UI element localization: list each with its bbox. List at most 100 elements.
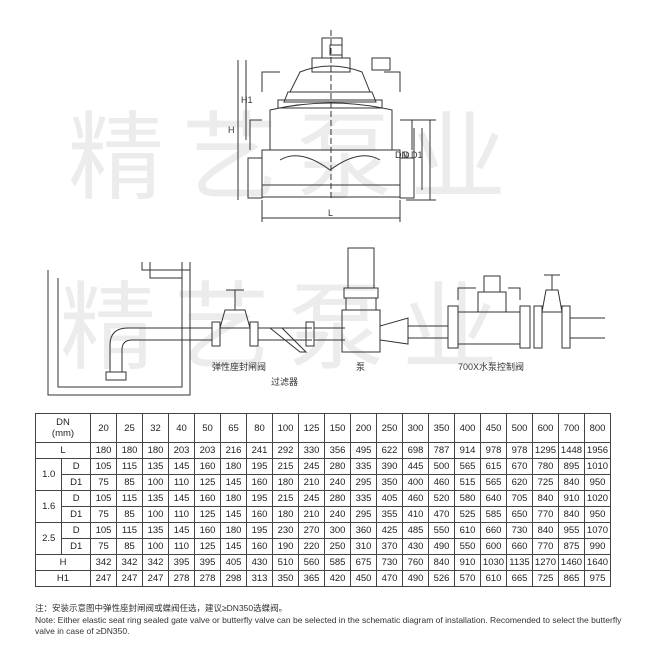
l-value-cell: 622: [376, 442, 403, 459]
d-value-cell: 840: [532, 522, 559, 539]
dn-header-text: (mm): [51, 428, 75, 439]
d1-value-cell: 250: [324, 538, 351, 555]
d1-value-cell: 370: [376, 538, 403, 555]
d-value-cell: 780: [532, 458, 559, 475]
d-value-cell: 105: [90, 522, 117, 539]
d-value-cell: 520: [428, 490, 455, 507]
row-label-h1: H1: [35, 570, 91, 587]
d1-value-cell: 875: [558, 538, 585, 555]
d1-value-cell: 160: [246, 506, 273, 523]
sub-label-d1: D1: [61, 506, 91, 523]
dn-value-cell: 350: [428, 413, 455, 443]
d1-value-cell: 620: [506, 474, 533, 491]
l-value-cell: 330: [298, 442, 325, 459]
h1-value-cell: 725: [532, 570, 559, 587]
d-value-cell: 145: [168, 522, 195, 539]
l-value-cell: 1295: [532, 442, 559, 459]
h1-value-cell: 420: [324, 570, 351, 587]
d1-value-cell: 160: [246, 538, 273, 555]
d1-value-cell: 75: [90, 506, 117, 523]
valve-elevation-drawing: [237, 30, 436, 222]
note-chinese: 注：安装示意图中弹性座封闸阀或蝶阀任选，建议≥DN350选蝶阀。: [35, 603, 288, 613]
row-label-l: L: [35, 442, 91, 459]
d1-value-cell: 125: [194, 506, 221, 523]
dn-value-cell: 500: [506, 413, 533, 443]
h-value-cell: 1640: [584, 554, 611, 571]
dn-value-cell: 150: [324, 413, 351, 443]
h1-value-cell: 247: [116, 570, 143, 587]
note-english: Note: Either elastic seat ring sealed ga…: [35, 614, 622, 637]
h1-value-cell: 570: [454, 570, 481, 587]
dn-value-cell: 300: [402, 413, 429, 443]
d-value-cell: 565: [454, 458, 481, 475]
d-value-cell: 485: [402, 522, 429, 539]
d1-value-cell: 600: [480, 538, 507, 555]
d-value-cell: 115: [116, 490, 143, 507]
h-value-cell: 840: [428, 554, 455, 571]
d1-value-cell: 75: [90, 474, 117, 491]
d1-value-cell: 75: [90, 538, 117, 555]
dn-value-cell: 25: [116, 413, 143, 443]
sub-label-d: D: [61, 522, 91, 539]
d-value-cell: 280: [324, 490, 351, 507]
d1-value-cell: 110: [168, 538, 195, 555]
d1-value-cell: 840: [558, 506, 585, 523]
d-value-cell: 195: [246, 490, 273, 507]
l-value-cell: 1956: [584, 442, 611, 459]
l-value-cell: 978: [480, 442, 507, 459]
d1-value-cell: 770: [532, 538, 559, 555]
d-value-cell: 360: [350, 522, 377, 539]
d-value-cell: 895: [558, 458, 585, 475]
h-value-cell: 1460: [558, 554, 585, 571]
label-strainer: 过滤器: [271, 377, 299, 387]
dn-value-cell: 200: [350, 413, 377, 443]
d-value-cell: 160: [194, 522, 221, 539]
d-value-cell: 105: [90, 458, 117, 475]
h-value-cell: 760: [402, 554, 429, 571]
d-value-cell: 135: [142, 490, 169, 507]
d1-value-cell: 100: [142, 474, 169, 491]
dn-value-cell: 80: [246, 413, 273, 443]
d1-value-cell: 145: [220, 538, 247, 555]
d1-value-cell: 460: [428, 474, 455, 491]
l-value-cell: 787: [428, 442, 455, 459]
l-value-cell: 292: [272, 442, 299, 459]
h-value-cell: 342: [116, 554, 143, 571]
d1-value-cell: 350: [376, 474, 403, 491]
d1-value-cell: 85: [116, 538, 143, 555]
d1-value-cell: 770: [532, 506, 559, 523]
h1-value-cell: 865: [558, 570, 585, 587]
d1-value-cell: 210: [298, 474, 325, 491]
d-value-cell: 390: [376, 458, 403, 475]
d1-value-cell: 125: [194, 474, 221, 491]
d1-value-cell: 410: [402, 506, 429, 523]
d-value-cell: 1070: [584, 522, 611, 539]
d-value-cell: 580: [454, 490, 481, 507]
h1-value-cell: 450: [350, 570, 377, 587]
d-value-cell: 660: [480, 522, 507, 539]
label-control-valve: 700X水泵控制阀: [458, 362, 525, 372]
h1-value-cell: 470: [376, 570, 403, 587]
l-value-cell: 495: [350, 442, 377, 459]
d-value-cell: 1020: [584, 490, 611, 507]
d-value-cell: 215: [272, 490, 299, 507]
d1-value-cell: 295: [350, 506, 377, 523]
d1-value-cell: 240: [324, 474, 351, 491]
d-value-cell: 445: [402, 458, 429, 475]
d1-value-cell: 85: [116, 474, 143, 491]
l-value-cell: 356: [324, 442, 351, 459]
l-value-cell: 978: [506, 442, 533, 459]
d-value-cell: 550: [428, 522, 455, 539]
d1-value-cell: 145: [220, 474, 247, 491]
dn-value-cell: 50: [194, 413, 221, 443]
d1-value-cell: 515: [454, 474, 481, 491]
d1-value-cell: 100: [142, 506, 169, 523]
d-value-cell: 280: [324, 458, 351, 475]
label-pump: 泵: [356, 362, 366, 372]
